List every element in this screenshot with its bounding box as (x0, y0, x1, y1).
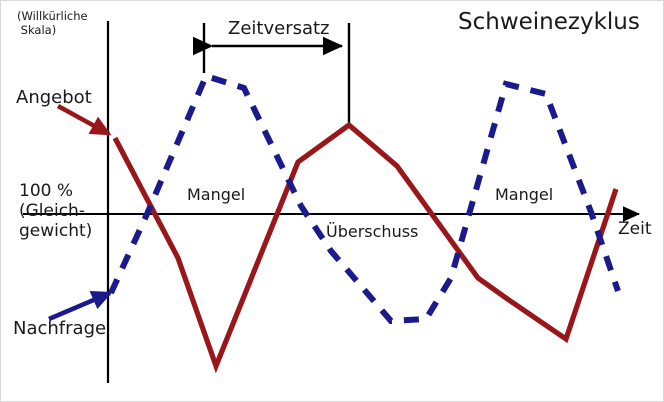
shortage-label-1: Mangel (187, 185, 246, 204)
x-axis-label: Zeit (618, 219, 652, 239)
time-lag-label: Zeitversatz (228, 18, 330, 39)
surplus-label: Überschuss (326, 222, 419, 241)
supply-pointer-arrow (56, 104, 112, 136)
demand-curve (108, 72, 621, 325)
equilibrium-label: 100 % (Gleich- gewicht) (19, 181, 93, 242)
demand-pointer-arrow (48, 290, 113, 322)
page-title: Schweinezyklus (458, 9, 640, 35)
shortage-label-2: Mangel (495, 185, 554, 204)
supply-curve (112, 121, 619, 374)
axis-scale-note: (Willkürliche Skala) (17, 9, 88, 37)
supply-label: Angebot (16, 87, 92, 108)
demand-label: Nachfrage (13, 318, 107, 339)
